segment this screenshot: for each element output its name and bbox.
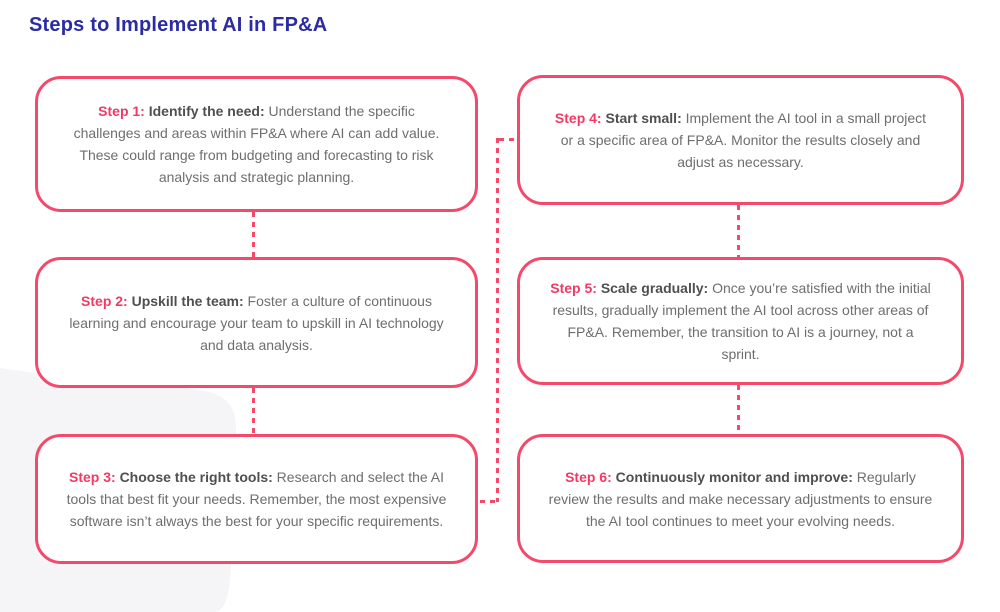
step-5-body: Once you’re satisfied with the initial r… bbox=[552, 280, 931, 362]
step-5-lead: Scale gradually: bbox=[600, 280, 709, 296]
step-6-lead: Continuously monitor and improve: bbox=[615, 468, 853, 485]
step-1-label: Step 1: bbox=[98, 103, 145, 119]
step-3-lead: Choose the right tools: bbox=[119, 469, 273, 485]
step-6-card: Step 6: Continuously monitor and improve… bbox=[517, 434, 964, 563]
step-6-text: Step 6: Continuously monitor and improve… bbox=[548, 466, 933, 532]
step-4-lead: Start small: bbox=[605, 110, 682, 126]
connector-step1-step2 bbox=[252, 212, 255, 257]
step-2-text: Step 2: Upskill the team: Foster a cultu… bbox=[66, 290, 447, 356]
step-2-label: Step 2: bbox=[81, 292, 128, 309]
step-5-card: Step 5: Scale gradually: Once you’re sat… bbox=[517, 257, 964, 385]
step-2-body: Foster a culture of continuous learning … bbox=[69, 292, 444, 353]
step-3-label: Step 3: bbox=[68, 469, 116, 485]
step-6-label: Step 6: bbox=[565, 468, 612, 485]
connector-step2-step3 bbox=[252, 388, 255, 434]
step-6-body: Regularly review the results and make ne… bbox=[548, 468, 933, 529]
step-1-body: Understand the specific challenges and a… bbox=[73, 103, 440, 185]
connector-step3-step4-vertical bbox=[496, 138, 499, 502]
step-1-text: Step 1: Identify the need: Understand th… bbox=[66, 100, 447, 188]
step-5-label: Step 5: bbox=[550, 280, 597, 296]
connector-step4-step5 bbox=[737, 205, 740, 257]
step-4-text: Step 4: Start small: Implement the AI to… bbox=[548, 107, 933, 173]
step-4-body: Implement the AI tool in a small project… bbox=[560, 110, 927, 170]
page-title: Steps to Implement AI in FP&A bbox=[29, 14, 328, 36]
step-3-card: Step 3: Choose the right tools: Research… bbox=[35, 434, 478, 564]
step-2-lead: Upskill the team: bbox=[131, 292, 244, 309]
step-4-label: Step 4: bbox=[554, 110, 602, 126]
step-5-text: Step 5: Scale gradually: Once you’re sat… bbox=[548, 277, 933, 365]
connector-step3-step4-horizontal-top bbox=[499, 138, 517, 141]
connector-step3-step4-horizontal-bottom bbox=[480, 500, 496, 503]
step-4-card: Step 4: Start small: Implement the AI to… bbox=[517, 75, 964, 205]
step-2-card: Step 2: Upskill the team: Foster a cultu… bbox=[35, 257, 478, 388]
step-1-card: Step 1: Identify the need: Understand th… bbox=[35, 76, 478, 212]
connector-step5-step6 bbox=[737, 385, 740, 434]
step-3-text: Step 3: Choose the right tools: Research… bbox=[66, 466, 447, 532]
step-1-lead: Identify the need: bbox=[148, 103, 265, 119]
step-3-body: Research and select the AI tools that be… bbox=[66, 469, 447, 529]
